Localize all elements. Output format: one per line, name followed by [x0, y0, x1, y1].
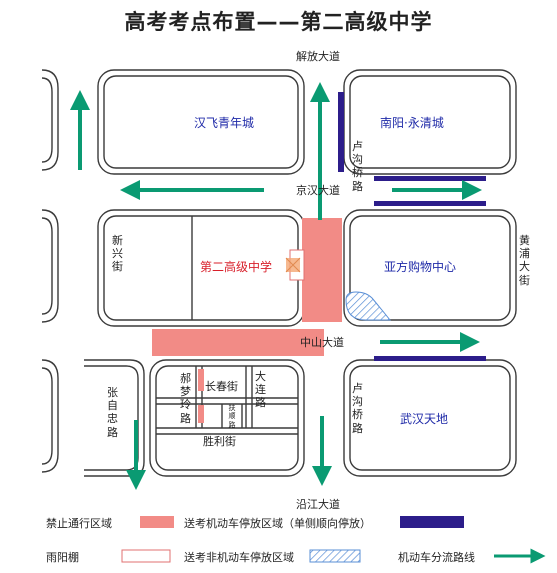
road-label-dalian: 大连路 [255, 370, 266, 410]
no-traffic-zone-small-2 [198, 405, 204, 423]
no-traffic-zone-small-1 [198, 369, 204, 391]
road-label-luguqiao-upper: 卢沟桥路 [352, 140, 363, 193]
road-label-dusuling: 郝梦玲路 [180, 372, 191, 425]
block-hanfei [97, 69, 305, 175]
road-label-xinxing: 新兴街 [112, 234, 123, 274]
road-label-shengli: 胜利街 [203, 435, 236, 448]
legend-swatch-nonmotor [309, 549, 361, 563]
legend-swatch-motor-parking [400, 516, 464, 528]
block-yaofang [343, 209, 517, 327]
road-label-zhongshan: 中山大道 [300, 336, 344, 349]
block-label-hanfei: 汉飞青年城 [194, 116, 255, 130]
motor-parking-jiefang [338, 92, 344, 172]
legend-swatch-canopy [121, 549, 171, 563]
road-label-jinghan: 京汉大道 [296, 184, 340, 197]
no-traffic-zones [152, 218, 342, 423]
block-label-nanyang: 南阳·永清城 [380, 116, 444, 130]
road-label-changchun: 长春街 [205, 380, 238, 393]
nonmotor-parking-area [345, 291, 392, 321]
diversion-arrows [70, 82, 482, 490]
legend-swatches [121, 516, 546, 564]
motor-parking-jinghan-2 [374, 201, 486, 206]
canopy [285, 249, 305, 281]
no-traffic-zone-south [152, 329, 324, 356]
road-label-fuyuan: 扶顺路 [228, 404, 236, 429]
block-central-district [149, 359, 305, 477]
road-label-zhangzizhong: 张自忠路 [107, 386, 118, 439]
legend-label-motor-parking: 送考机动车停放区域（单侧顺向停放） [184, 517, 371, 530]
road-label-luguqiao-lower: 卢沟桥路 [352, 382, 363, 435]
legend-label-no-traffic: 禁止通行区域 [46, 517, 112, 530]
road-label-huangpu: 黄浦大街 [519, 234, 530, 287]
block-label-yaofang: 亚方购物中心 [384, 260, 457, 274]
page-title: 高考考点布置——第二高级中学 [124, 10, 433, 34]
no-traffic-zone-east [302, 218, 342, 322]
legend-label-diversion: 机动车分流路线 [398, 551, 475, 564]
road-label-jiefang: 解放大道 [296, 50, 340, 63]
legend-label-canopy: 雨阳棚 [46, 551, 79, 564]
block-mid-left-edge [41, 209, 59, 323]
legend-swatch-no-traffic [140, 516, 174, 528]
road-label-yanjiang: 沿江大道 [296, 498, 340, 511]
legend-label-nonmotor: 送考非机动车停放区域 [184, 551, 294, 564]
motor-parking-bars [338, 92, 486, 361]
block-bottom-left-edge [41, 359, 59, 473]
block-top-left-edge [41, 69, 59, 171]
block-label-school: 第二高级中学 [200, 260, 273, 274]
motor-parking-jinghan-1 [374, 176, 486, 181]
motor-parking-zhongshan [374, 356, 486, 361]
block-label-wuhantiandi: 武汉天地 [400, 412, 449, 426]
